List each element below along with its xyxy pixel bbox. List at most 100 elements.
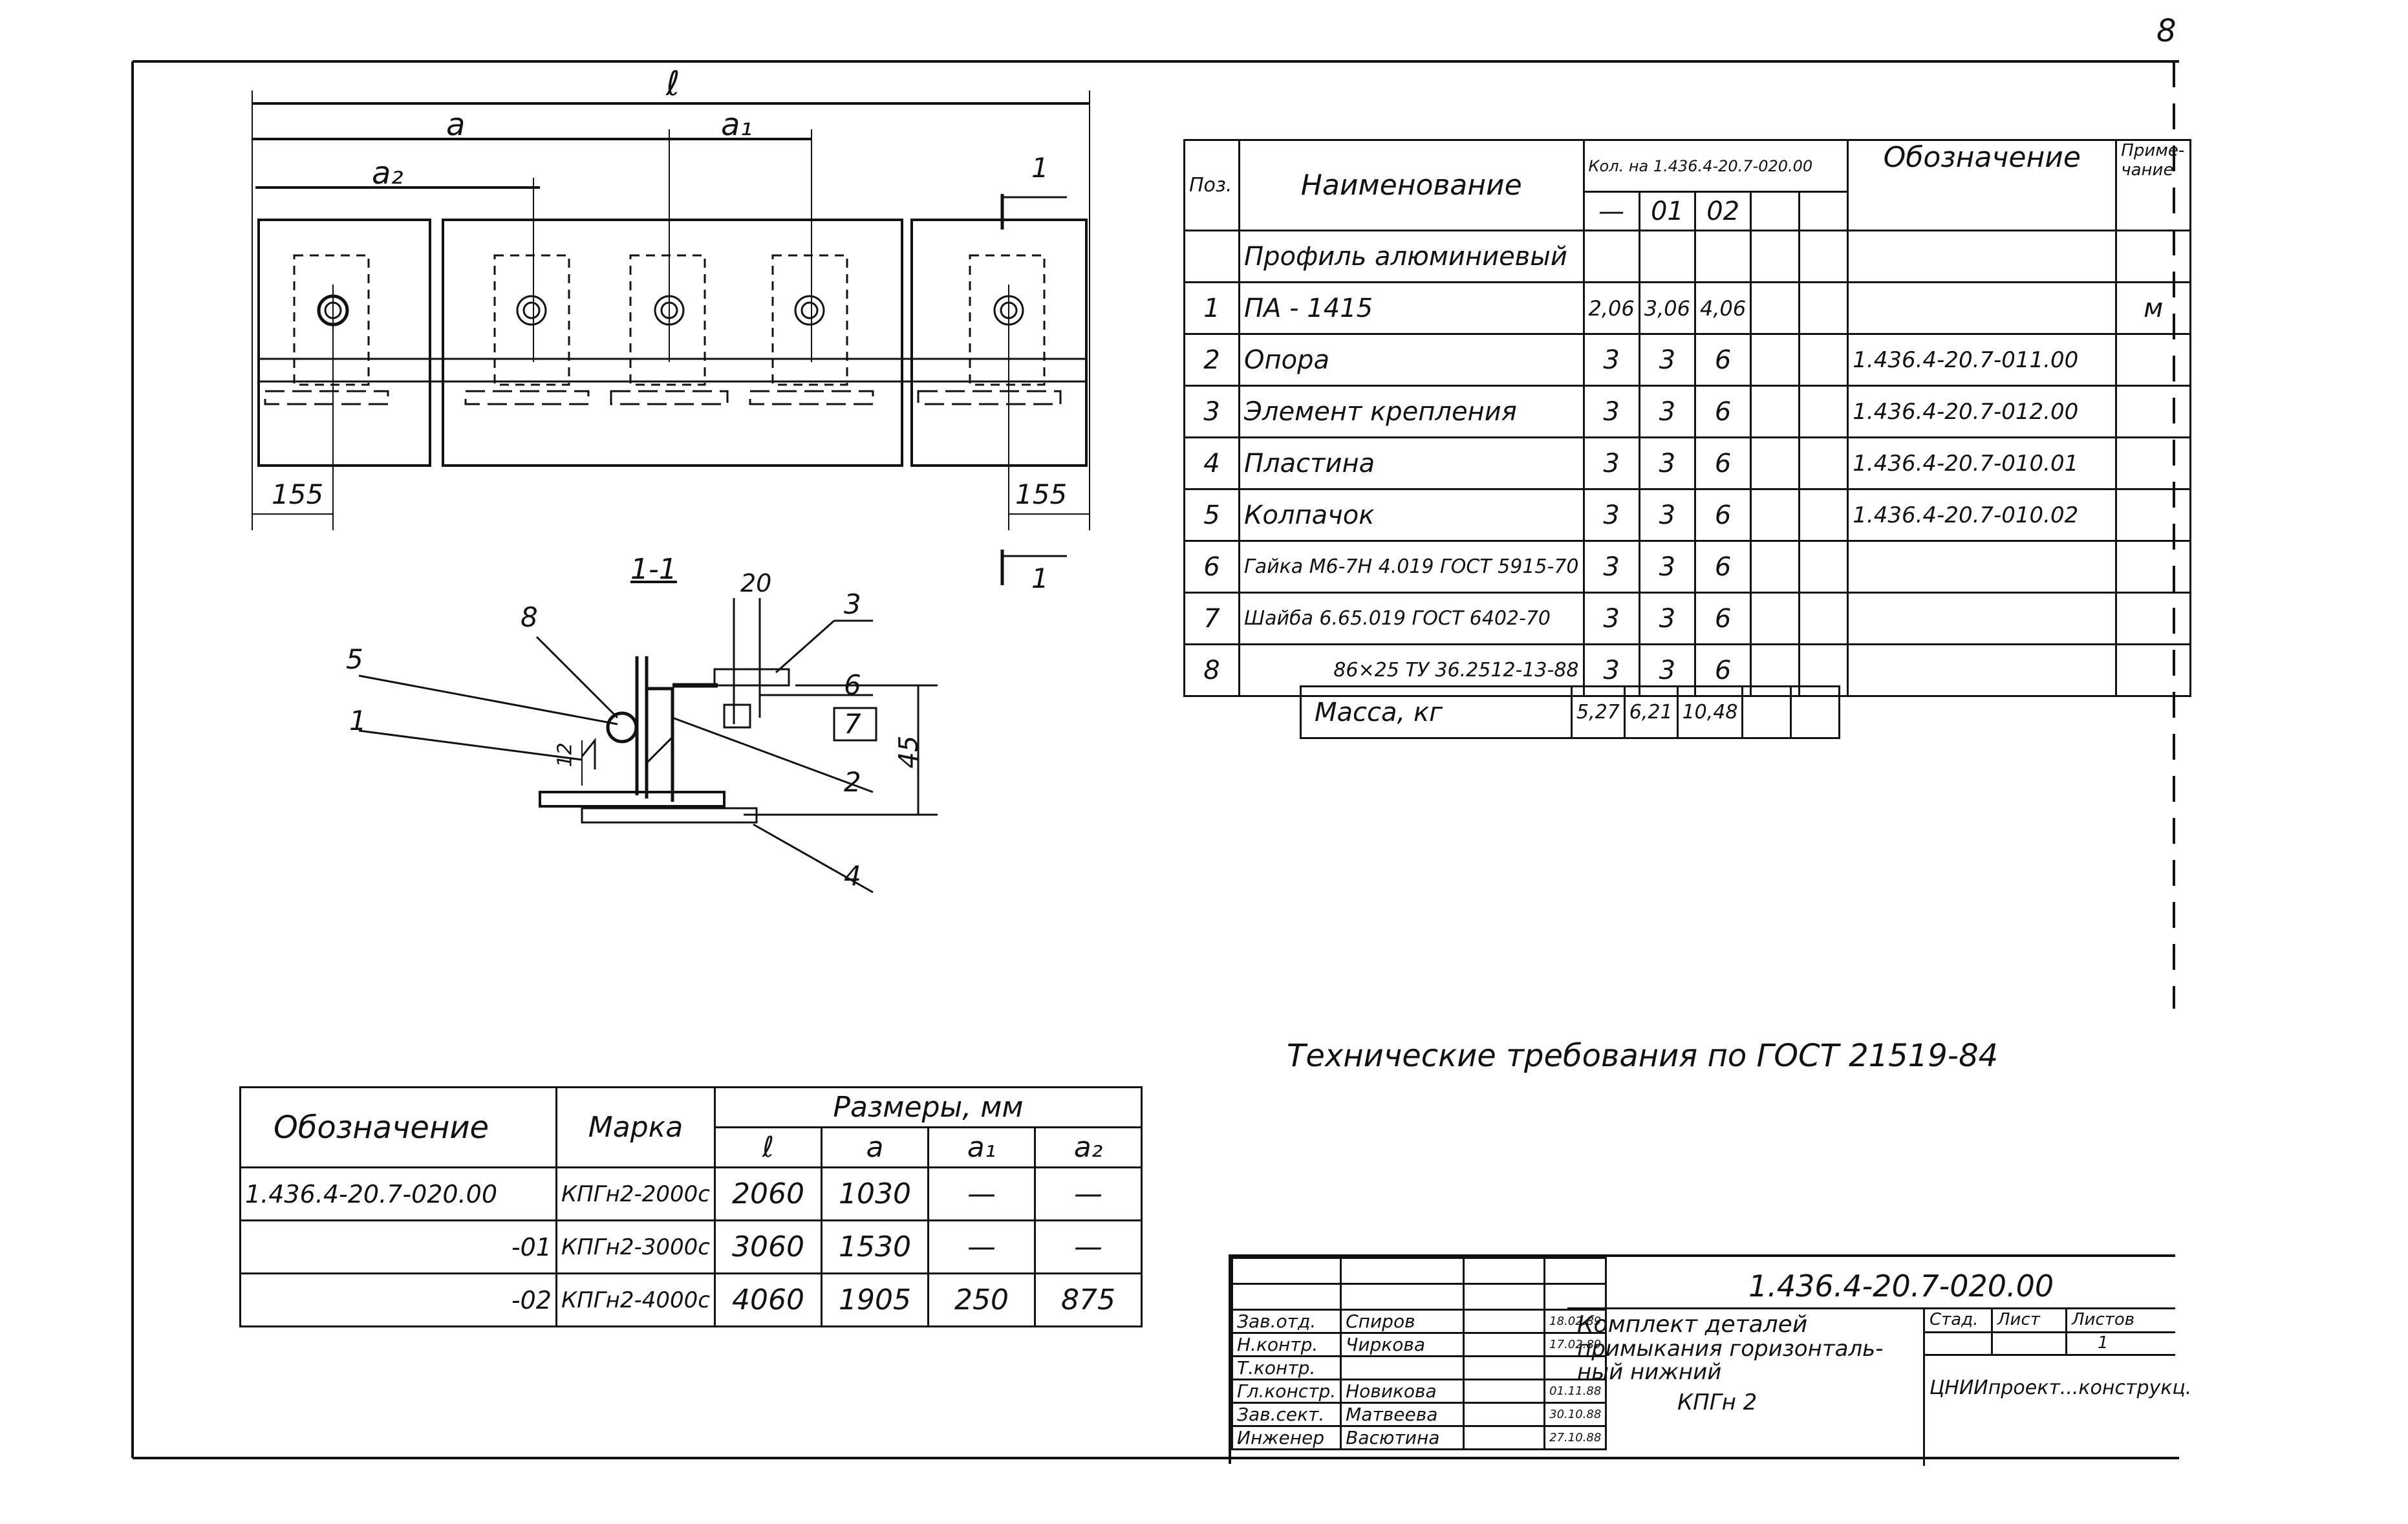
role: Н.контр. — [1231, 1332, 1342, 1357]
spec-header-pos: Поз. — [1183, 139, 1240, 231]
dim-a1-label: a₁ — [721, 107, 753, 143]
callout-2: 2 — [844, 766, 861, 798]
role: Гл.констр. — [1231, 1379, 1342, 1404]
size-row: 1.436.4-20.7-020.00 КПГн2-2000с 2060 103… — [239, 1166, 1143, 1221]
spec-name: Колпачок — [1238, 488, 1585, 542]
spec-note — [2115, 592, 2192, 645]
spec-des: 1.436.4-20.7-011.00 — [1847, 333, 2118, 387]
size-sub-a: a — [821, 1126, 929, 1168]
spec-header-note: Приме-чание — [2115, 139, 2192, 231]
spec-q0: 3 — [1582, 333, 1640, 387]
dim-a2-label: a₂ — [372, 155, 403, 191]
spec-des: 1.436.4-20.7-010.01 — [1847, 436, 2118, 490]
size-mark: КПГн2-3000с — [555, 1219, 716, 1274]
spec-q1: 3 — [1638, 488, 1697, 542]
spec-q0: 3 — [1582, 436, 1640, 490]
size-a1: — — [927, 1219, 1036, 1274]
spec-pos: 1 — [1183, 281, 1240, 335]
spec-group-title: Профиль алюминиевый — [1238, 230, 1585, 283]
sign-date: 18.02.89 — [1543, 1309, 1607, 1334]
spec-des — [1847, 281, 2118, 335]
spec-q0: 3 — [1582, 540, 1640, 594]
size-a2: 875 — [1034, 1272, 1143, 1327]
role: Т.контр. — [1231, 1355, 1342, 1380]
section-part-4 — [581, 807, 758, 824]
sign-date: 27.10.88 — [1543, 1425, 1607, 1450]
mass-0: 5,27 — [1571, 685, 1626, 739]
spec-row: 4 Пластина 3 3 6 1.436.4-20.7-010.01 — [1183, 436, 2192, 490]
spec-row: 5 Колпачок 3 3 6 1.436.4-20.7-010.02 — [1183, 488, 2192, 542]
spec-name: Шайба 6.65.019 ГОСТ 6402-70 — [1238, 592, 1585, 645]
callout-4: 4 — [844, 860, 861, 892]
sign-date: 30.10.88 — [1543, 1402, 1607, 1427]
size-a2: — — [1034, 1219, 1143, 1274]
spec-name: Пластина — [1238, 436, 1585, 490]
size-a: 1030 — [821, 1166, 929, 1221]
spec-note — [2115, 333, 2192, 387]
size-a1: 250 — [927, 1272, 1036, 1327]
profile-segment-left — [257, 219, 431, 467]
dim-a-label: a — [446, 107, 466, 143]
section-dim-45: 45 — [894, 735, 924, 769]
signer-name: Чиркова — [1340, 1332, 1465, 1357]
spec-note — [2115, 385, 2192, 438]
size-sub-l: ℓ — [714, 1126, 822, 1168]
mass-table: Масса, кг 5,27 6,21 10,48 — [1300, 685, 1841, 739]
spec-name: Элемент крепления — [1238, 385, 1585, 438]
spec-header-name: Наименование — [1238, 139, 1585, 231]
tech-requirements: Технические требования по ГОСТ 21519-84 — [1287, 1038, 1999, 1074]
spec-note — [2115, 643, 2192, 697]
spec-pos: 6 — [1183, 540, 1240, 594]
signer-name: Васютина — [1340, 1425, 1465, 1450]
spec-q2: 6 — [1694, 333, 1752, 387]
section-mark-bottom: 1 — [1031, 563, 1049, 594]
profile-segment-right — [910, 219, 1088, 467]
spec-q0: 3 — [1582, 488, 1640, 542]
spec-header-qty: Кол. на 1.436.4-20.7-020.00 — [1582, 139, 1849, 193]
size-mark: КПГн2-4000с — [555, 1272, 716, 1327]
sign-date: 17.02.89 — [1543, 1332, 1607, 1357]
spec-table: Поз. Наименование Кол. на 1.436.4-20.7-0… — [1183, 139, 2192, 697]
spec-pos: 4 — [1183, 436, 1240, 490]
spec-pos: 3 — [1183, 385, 1240, 438]
sign-date: 01.11.88 — [1543, 1379, 1607, 1404]
spec-des — [1847, 592, 2118, 645]
size-sub-a2: a₂ — [1034, 1126, 1143, 1168]
callout-1: 1 — [349, 705, 367, 736]
spec-q0: 2,06 — [1582, 281, 1640, 335]
size-des: 1.436.4-20.7-020.00 — [239, 1166, 557, 1221]
mass-label: Масса, кг — [1300, 685, 1573, 739]
size-des: -01 — [239, 1219, 557, 1274]
section-part-5 — [606, 711, 638, 744]
spec-sub-2: 02 — [1694, 191, 1752, 231]
callout-3: 3 — [844, 588, 861, 620]
spec-sub-1: 01 — [1638, 191, 1697, 231]
spec-note: м — [2115, 281, 2192, 335]
spec-note — [2115, 540, 2192, 594]
mass-2: 10,48 — [1676, 685, 1744, 739]
signature-row: Гл.констр.Новикова 01.11.88 — [1231, 1379, 1607, 1404]
organization: ЦНИИпроект...конструкц. — [1930, 1377, 2192, 1399]
size-header-mark: Марка — [555, 1086, 716, 1168]
signer-name: Новикова — [1340, 1379, 1465, 1404]
spec-row: 3 Элемент крепления 3 3 6 1.436.4-20.7-0… — [1183, 385, 2192, 438]
spec-q1: 3 — [1638, 333, 1697, 387]
spec-note — [2115, 436, 2192, 490]
spec-q1: 3 — [1638, 540, 1697, 594]
spec-pos: 2 — [1183, 333, 1240, 387]
callout-8: 8 — [521, 601, 538, 633]
size-table: Обозначение Марка Размеры, мм ℓ a a₁ a₂ … — [239, 1086, 1143, 1327]
size-header-designation: Обозначение — [239, 1086, 557, 1168]
spec-pos: 7 — [1183, 592, 1240, 645]
spec-q0: 3 — [1582, 592, 1640, 645]
spec-q2: 6 — [1694, 385, 1752, 438]
role: Инженер — [1231, 1425, 1342, 1450]
spec-row: 1 ПА - 1415 2,06 3,06 4,06 м — [1183, 281, 2192, 335]
document-code: 1.436.4-20.7-020.00 — [1748, 1269, 2054, 1304]
stage-label: Стад. — [1930, 1310, 1979, 1329]
section-part-3 — [713, 668, 790, 687]
